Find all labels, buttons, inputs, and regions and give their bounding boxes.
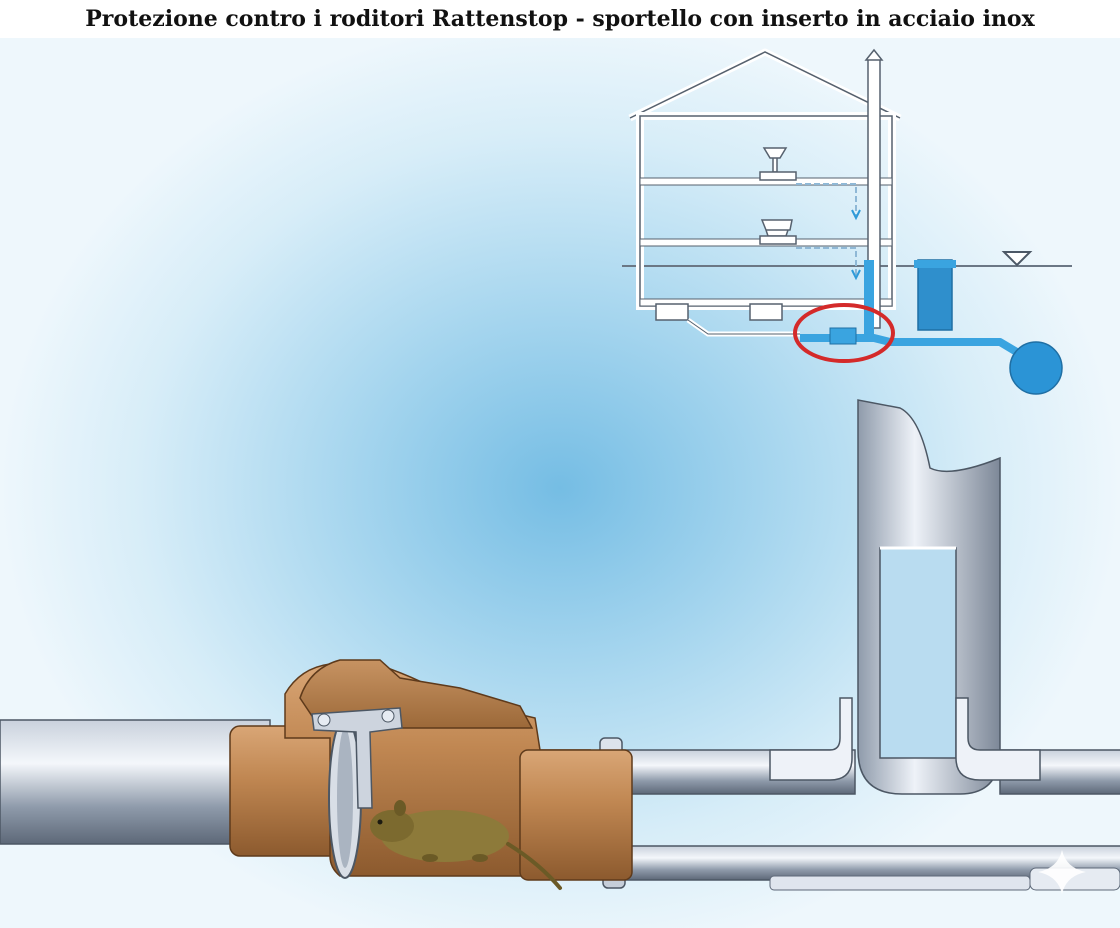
washbasin-icon xyxy=(762,147,788,173)
public-sewer xyxy=(1009,341,1063,395)
blue-riser xyxy=(864,260,874,340)
house-walls xyxy=(636,112,896,310)
illustration-svg xyxy=(0,48,1120,894)
illustration-canvas xyxy=(0,38,1120,928)
drain-line-1 xyxy=(796,183,857,216)
valve-outlet-sleeve xyxy=(519,749,633,881)
lift-station xyxy=(917,259,953,331)
sparkle-icon xyxy=(1038,850,1086,894)
rat-figure xyxy=(370,800,562,890)
water-level-marker xyxy=(1001,251,1033,267)
house-diagram xyxy=(622,48,1072,395)
inlet-pipe-left xyxy=(0,719,271,845)
basement-fixture-1 xyxy=(655,303,689,321)
page-title: Protezione contro i roditori Rattenstop … xyxy=(85,6,1035,32)
drain-line-2 xyxy=(796,247,857,278)
valve-inlet-sleeve xyxy=(229,725,341,857)
toilet-icon xyxy=(760,219,793,237)
house-roof xyxy=(628,48,902,122)
title-bar: Protezione contro i roditori Rattenstop … xyxy=(0,0,1120,38)
valve-highlight-circle xyxy=(793,303,895,363)
pipe-system xyxy=(0,399,1120,891)
flap-hinge xyxy=(311,707,403,809)
backflow-valve-small xyxy=(829,327,857,345)
basement-fixture-2 xyxy=(749,303,783,321)
